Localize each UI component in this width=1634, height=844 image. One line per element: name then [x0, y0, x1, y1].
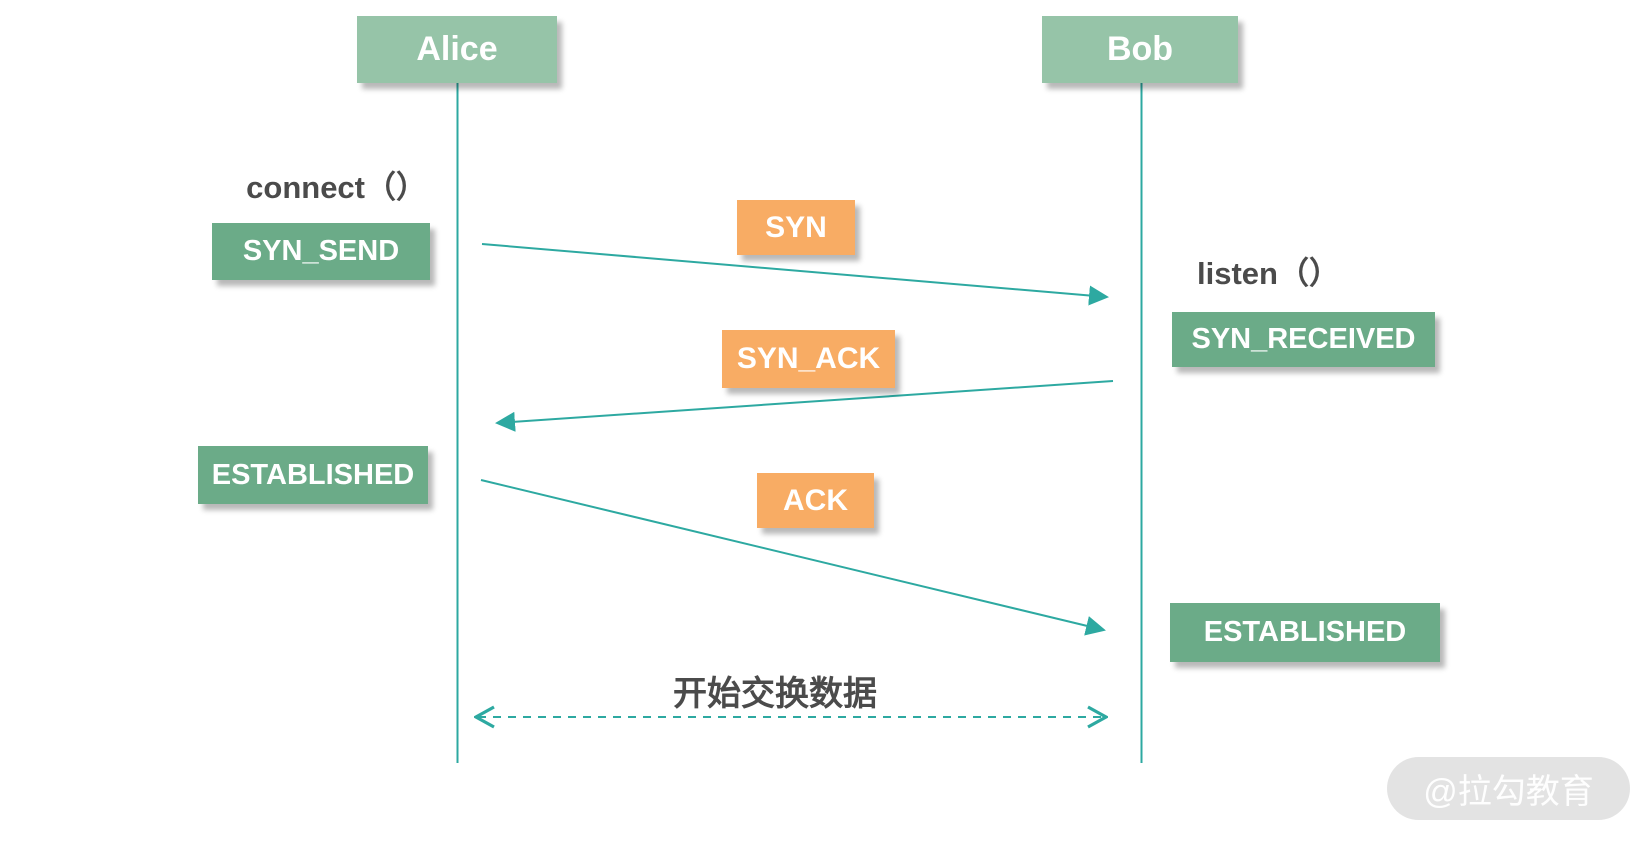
data-exchange-caption: 开始交换数据 [673, 675, 877, 713]
syn-ack-arrow [495, 380, 1114, 432]
message-label-syn-ack: SYN_ACK [722, 330, 895, 388]
watermark-badge: @拉勾教育 [1387, 757, 1630, 820]
state-box-established-bob: ESTABLISHED [1170, 603, 1440, 662]
state-box-syn-received: SYN_RECEIVED [1172, 312, 1435, 367]
actor-box-alice: Alice [357, 16, 557, 83]
listen-call-label: listen（） [1197, 256, 1340, 291]
state-box-established-alice: ESTABLISHED [198, 446, 428, 504]
connect-call-label: connect（） [246, 170, 427, 205]
message-label-ack: ACK [757, 473, 874, 528]
message-label-syn: SYN [737, 200, 855, 255]
state-box-syn-send: SYN_SEND [212, 223, 430, 280]
ack-arrow [480, 479, 1106, 636]
actor-box-bob: Bob [1042, 16, 1238, 83]
syn-arrow [481, 243, 1109, 306]
